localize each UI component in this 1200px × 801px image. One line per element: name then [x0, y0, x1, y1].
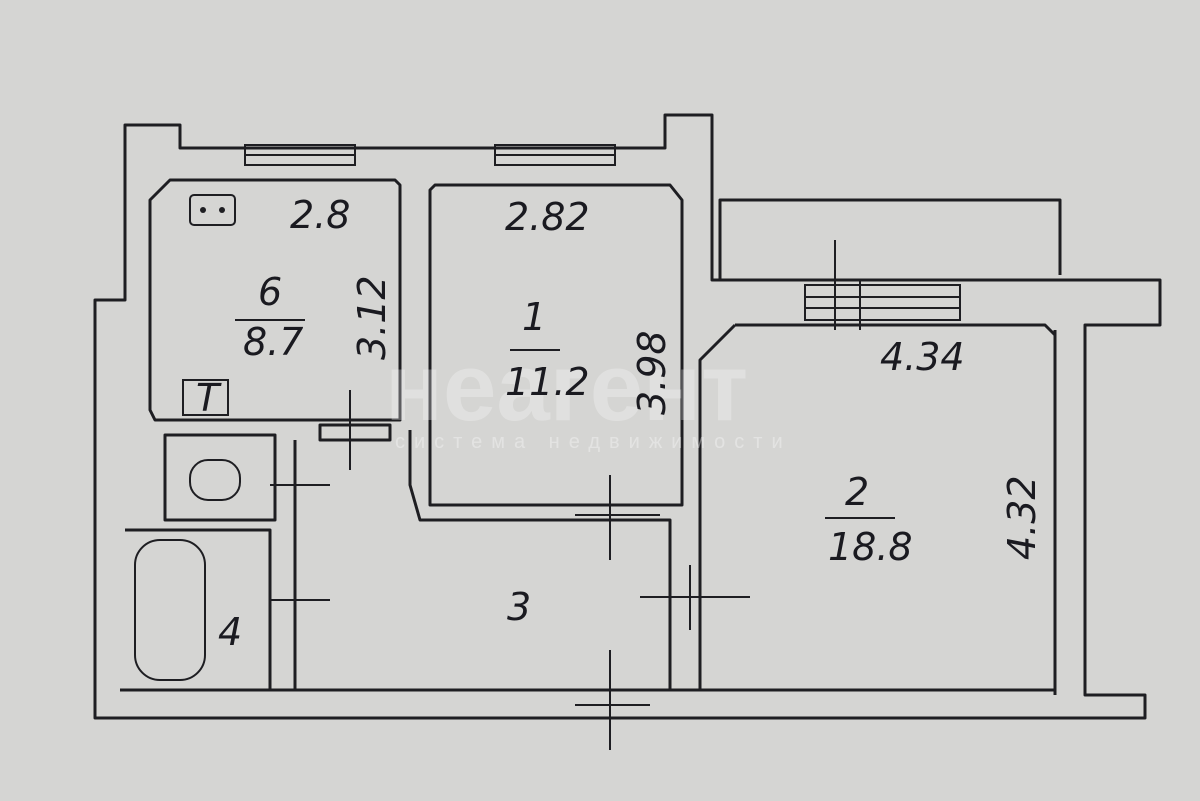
kitchen-fixture-label: T [196, 376, 222, 420]
kitchen-area: 8.7 [243, 320, 303, 364]
room-walls [125, 178, 1057, 690]
kitchen-length: 3.12 [350, 275, 394, 360]
kitchen-number: 6 [258, 270, 282, 314]
room1-length: 3.98 [630, 330, 674, 415]
hall-number: 3 [507, 585, 531, 629]
watermark-tagline: система недвижимости [395, 431, 792, 453]
room2-number: 2 [845, 470, 869, 514]
room2-length: 4.32 [1000, 475, 1044, 560]
door-marks [270, 240, 861, 750]
room1-area: 11.2 [505, 360, 590, 404]
room1-number: 1 [522, 295, 546, 339]
room2-width: 4.34 [880, 335, 965, 379]
room1-width: 2.82 [505, 195, 590, 239]
outer-walls [93, 113, 1162, 720]
room2-area: 18.8 [828, 525, 913, 569]
kitchen-width: 2.8 [290, 193, 350, 237]
watermark-brand: неагент [385, 334, 748, 441]
bathroom-number: 4 [218, 610, 242, 654]
windows [244, 144, 961, 321]
